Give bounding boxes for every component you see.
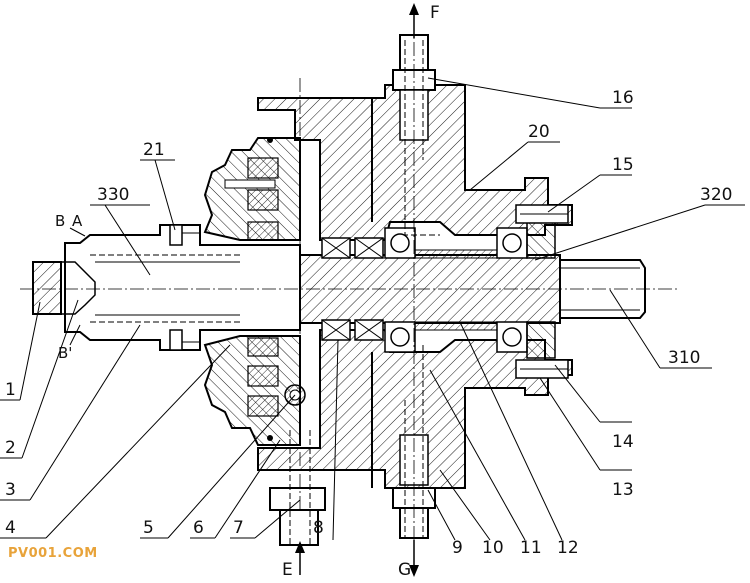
label-16: 16 [612,88,634,108]
label-11: 11 [520,538,542,558]
main-housing [257,84,573,489]
label-20: 20 [528,122,550,142]
label-5: 5 [143,518,154,538]
label-320: 320 [700,185,732,205]
watermark: PV001.COM [8,546,98,561]
label-port-G: G [398,560,411,580]
label-port-E: E [282,560,293,580]
label-310: 310 [668,348,700,368]
left-sleeve [32,224,301,351]
gear-housing [203,137,306,446]
label-13: 13 [612,480,634,500]
label-21: 21 [143,140,165,160]
label-3: 3 [5,480,16,500]
end-cap [32,261,62,315]
label-10: 10 [482,538,504,558]
part-number-labels: 1 2 3 4 5 6 7 8 9 10 11 12 13 14 15 16 2… [5,88,732,558]
ball-bearings [384,204,569,379]
label-6: 6 [193,518,204,538]
label-7: 7 [233,518,244,538]
label-330: 330 [97,185,129,205]
label-port-F: F [430,3,440,23]
label-section-B: B [55,212,65,230]
label-14: 14 [612,432,634,452]
label-section-B-prime: B' [58,344,72,362]
leader-lines [0,77,745,541]
port-labels: F E G [282,3,440,580]
section-labels: B A B' [55,212,83,362]
flow-arrows [295,3,419,577]
label-section-A: A [72,212,83,230]
label-2: 2 [5,438,16,458]
label-12: 12 [557,538,579,558]
label-1: 1 [5,380,16,400]
label-15: 15 [612,155,634,175]
label-9: 9 [452,538,463,558]
label-4: 4 [5,518,16,538]
label-8: 8 [313,518,324,538]
